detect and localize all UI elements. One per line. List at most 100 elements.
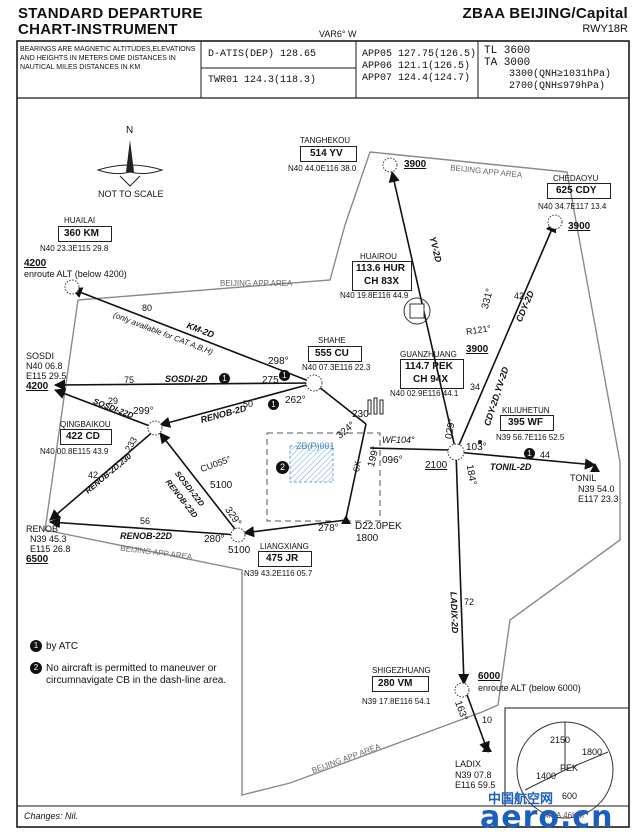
ndb-chedaoyu-symbol bbox=[547, 214, 563, 230]
renob-name: RENOB bbox=[26, 524, 59, 534]
huailai-ident-box bbox=[58, 226, 112, 242]
kiliuhetun-coords: N39 56.7E116 52.5 bbox=[496, 433, 565, 442]
note-2-line2: circumnavigate CB in the dash-line area. bbox=[46, 675, 227, 686]
bearing-299: 299° bbox=[133, 406, 154, 417]
ladix-latitude: N39 07.8 bbox=[455, 770, 492, 780]
note-2-marker-map: 2 bbox=[276, 461, 289, 474]
navaid-symbols bbox=[64, 157, 563, 698]
shahe-ident: 555 CU bbox=[315, 348, 349, 359]
shigezhuang-altitude-note: enroute ALT (below 6000) bbox=[478, 683, 581, 693]
ladix-longitude: E116 59.5 bbox=[455, 780, 496, 790]
huailai-coords: N40 23.3E115 29.8 bbox=[40, 244, 109, 253]
shigezhuang-ident-box bbox=[372, 676, 429, 692]
distance-10: 10 bbox=[482, 715, 493, 725]
distance-42-west: 42 bbox=[88, 470, 99, 480]
chart-type-line1: STANDARD DEPARTURE bbox=[18, 5, 203, 22]
approach-frequency-3: APP07 124.4(124.7) bbox=[362, 73, 471, 84]
approach-frequency-1: APP05 127.75(126.5) bbox=[362, 49, 477, 60]
msa-sector-2150: 2150 bbox=[550, 735, 571, 745]
route-tonil-2d bbox=[455, 451, 597, 470]
guanzhuang-coords: N40 02.9E116 44.1 bbox=[390, 389, 459, 398]
runway-label: RWY18R bbox=[582, 23, 628, 35]
ndb-huailai-symbol bbox=[64, 279, 80, 295]
tower-frequency: TWR01 124.3(118.3) bbox=[208, 75, 317, 86]
north-label: N bbox=[126, 125, 134, 136]
route-renob-2d-upper bbox=[158, 382, 315, 428]
renob-latitude: N39 45.3 bbox=[30, 534, 67, 544]
fix-d22-triangle bbox=[341, 515, 351, 524]
r121-altitude: 3900 bbox=[466, 344, 489, 355]
tonil-latitude: N39 54.0 bbox=[578, 484, 615, 494]
msa-sector-600: 600 bbox=[562, 791, 578, 801]
huailai-ident: 360 KM bbox=[64, 228, 100, 239]
sosdi-altitude: 4200 bbox=[26, 381, 49, 392]
huairou-coords: N40 19.8E116 44.9 bbox=[340, 291, 409, 300]
tanghekou-coords: N40 44.0E116 38.0 bbox=[288, 164, 357, 173]
msa-sector-1800: 1800 bbox=[582, 747, 603, 757]
qingbaikou-ident-box bbox=[60, 429, 112, 445]
bearing-280: 280° bbox=[204, 534, 225, 545]
qingbaikou-ident: 422 CD bbox=[66, 431, 100, 442]
shigezhuang-ident: 280 VM bbox=[378, 678, 413, 689]
route-ladix-2d bbox=[455, 451, 470, 686]
changes-note: Changes: Nil. bbox=[24, 811, 79, 821]
huailai-altitude-note: enroute ALT (below 4200) bbox=[24, 269, 127, 279]
ndb-tanghekou-symbol bbox=[382, 157, 398, 173]
distance-29: 29 bbox=[108, 396, 119, 406]
chedaoyu-ident: 625 CDY bbox=[556, 185, 597, 196]
liangxiang-coords: N39 43.2E116 05.7 bbox=[244, 569, 313, 578]
bearing-298: 298° bbox=[268, 356, 289, 367]
qingbaikou-name: QINGBAIKOU bbox=[60, 420, 111, 429]
distance-56: 56 bbox=[140, 516, 151, 526]
route-tonil-2d-label: TONIL-2D bbox=[490, 462, 532, 472]
guanzhuang-channel: CH 94X bbox=[413, 374, 449, 385]
compass-rose bbox=[96, 140, 164, 187]
sosdi-name: SOSDI bbox=[26, 351, 55, 361]
watermark-latin: aero.cn bbox=[480, 800, 614, 835]
route-wf104-east bbox=[369, 447, 451, 451]
route-qingbaikou-renob bbox=[49, 429, 156, 521]
tanghekou-ident-box bbox=[300, 146, 357, 162]
kiliuhetun-name: KILIUHETUN bbox=[502, 406, 550, 415]
msa-sector-1400: 1400 bbox=[536, 771, 557, 781]
route-pek-chedaoyu bbox=[455, 220, 557, 453]
distance-80: 80 bbox=[142, 303, 153, 313]
huairou-channel: CH 83X bbox=[364, 276, 400, 287]
shahe-name: SHAHE bbox=[318, 336, 346, 345]
watermark-cn: 中国航空网 bbox=[488, 792, 554, 807]
qingbaikou-coords: N40 00.8E115 43.9 bbox=[40, 447, 109, 456]
huairou-ident-box bbox=[352, 261, 412, 291]
ndb-shigezhuang-symbol bbox=[454, 682, 470, 698]
tanghekou-ident: 514 YV bbox=[310, 148, 343, 159]
transition-altitude-low: 2700(QNH≤979hPa) bbox=[509, 81, 606, 92]
route-6x-label: 6X bbox=[351, 460, 363, 473]
units-note: BEARINGS ARE MAGNETIC ALTITUDES,ELEVATIO… bbox=[20, 46, 196, 71]
bearing-278: 278° bbox=[318, 523, 339, 534]
vor-huairou-ring bbox=[403, 297, 431, 325]
huailai-name: HUAILAI bbox=[64, 216, 96, 225]
shahe-ident-box bbox=[308, 346, 362, 362]
huairou-ident: 113.6 HUR bbox=[356, 263, 405, 274]
huailai-altitude: 4200 bbox=[24, 258, 47, 269]
app-area-boundary bbox=[44, 151, 621, 796]
wf104-radial: WF104° bbox=[382, 435, 415, 445]
restricted-area-ident: ZB(P)001 bbox=[296, 441, 335, 451]
distance-34: 34 bbox=[470, 382, 481, 392]
shigezhuang-coords: N39 17.8E116 54.1 bbox=[362, 697, 431, 706]
route-wf104 bbox=[345, 423, 367, 519]
msa-diagram bbox=[516, 721, 614, 819]
tanghekou-altitude: 3900 bbox=[404, 159, 427, 170]
route-d22-liangxiang bbox=[242, 519, 347, 538]
liangxiang-name: LIANGXIANG bbox=[260, 542, 309, 551]
transition-level: TL 3600 bbox=[484, 45, 531, 57]
chart-type-line2: CHART-INSTRUMENT bbox=[18, 21, 178, 38]
ndb-liangxiang-symbol bbox=[230, 527, 246, 543]
note-1-marker-km2d: 1 bbox=[279, 370, 290, 381]
ladix-name: LADIX bbox=[455, 759, 482, 769]
magnetic-variation: VAR6° W bbox=[319, 29, 357, 39]
d22-name: D22.0PEK bbox=[355, 521, 402, 532]
fix-ladix-triangle bbox=[482, 743, 492, 752]
guanzhuang-ident-box bbox=[400, 359, 464, 389]
route-shahe-south bbox=[313, 382, 367, 425]
vor-guanzhuang-symbol bbox=[447, 443, 465, 461]
